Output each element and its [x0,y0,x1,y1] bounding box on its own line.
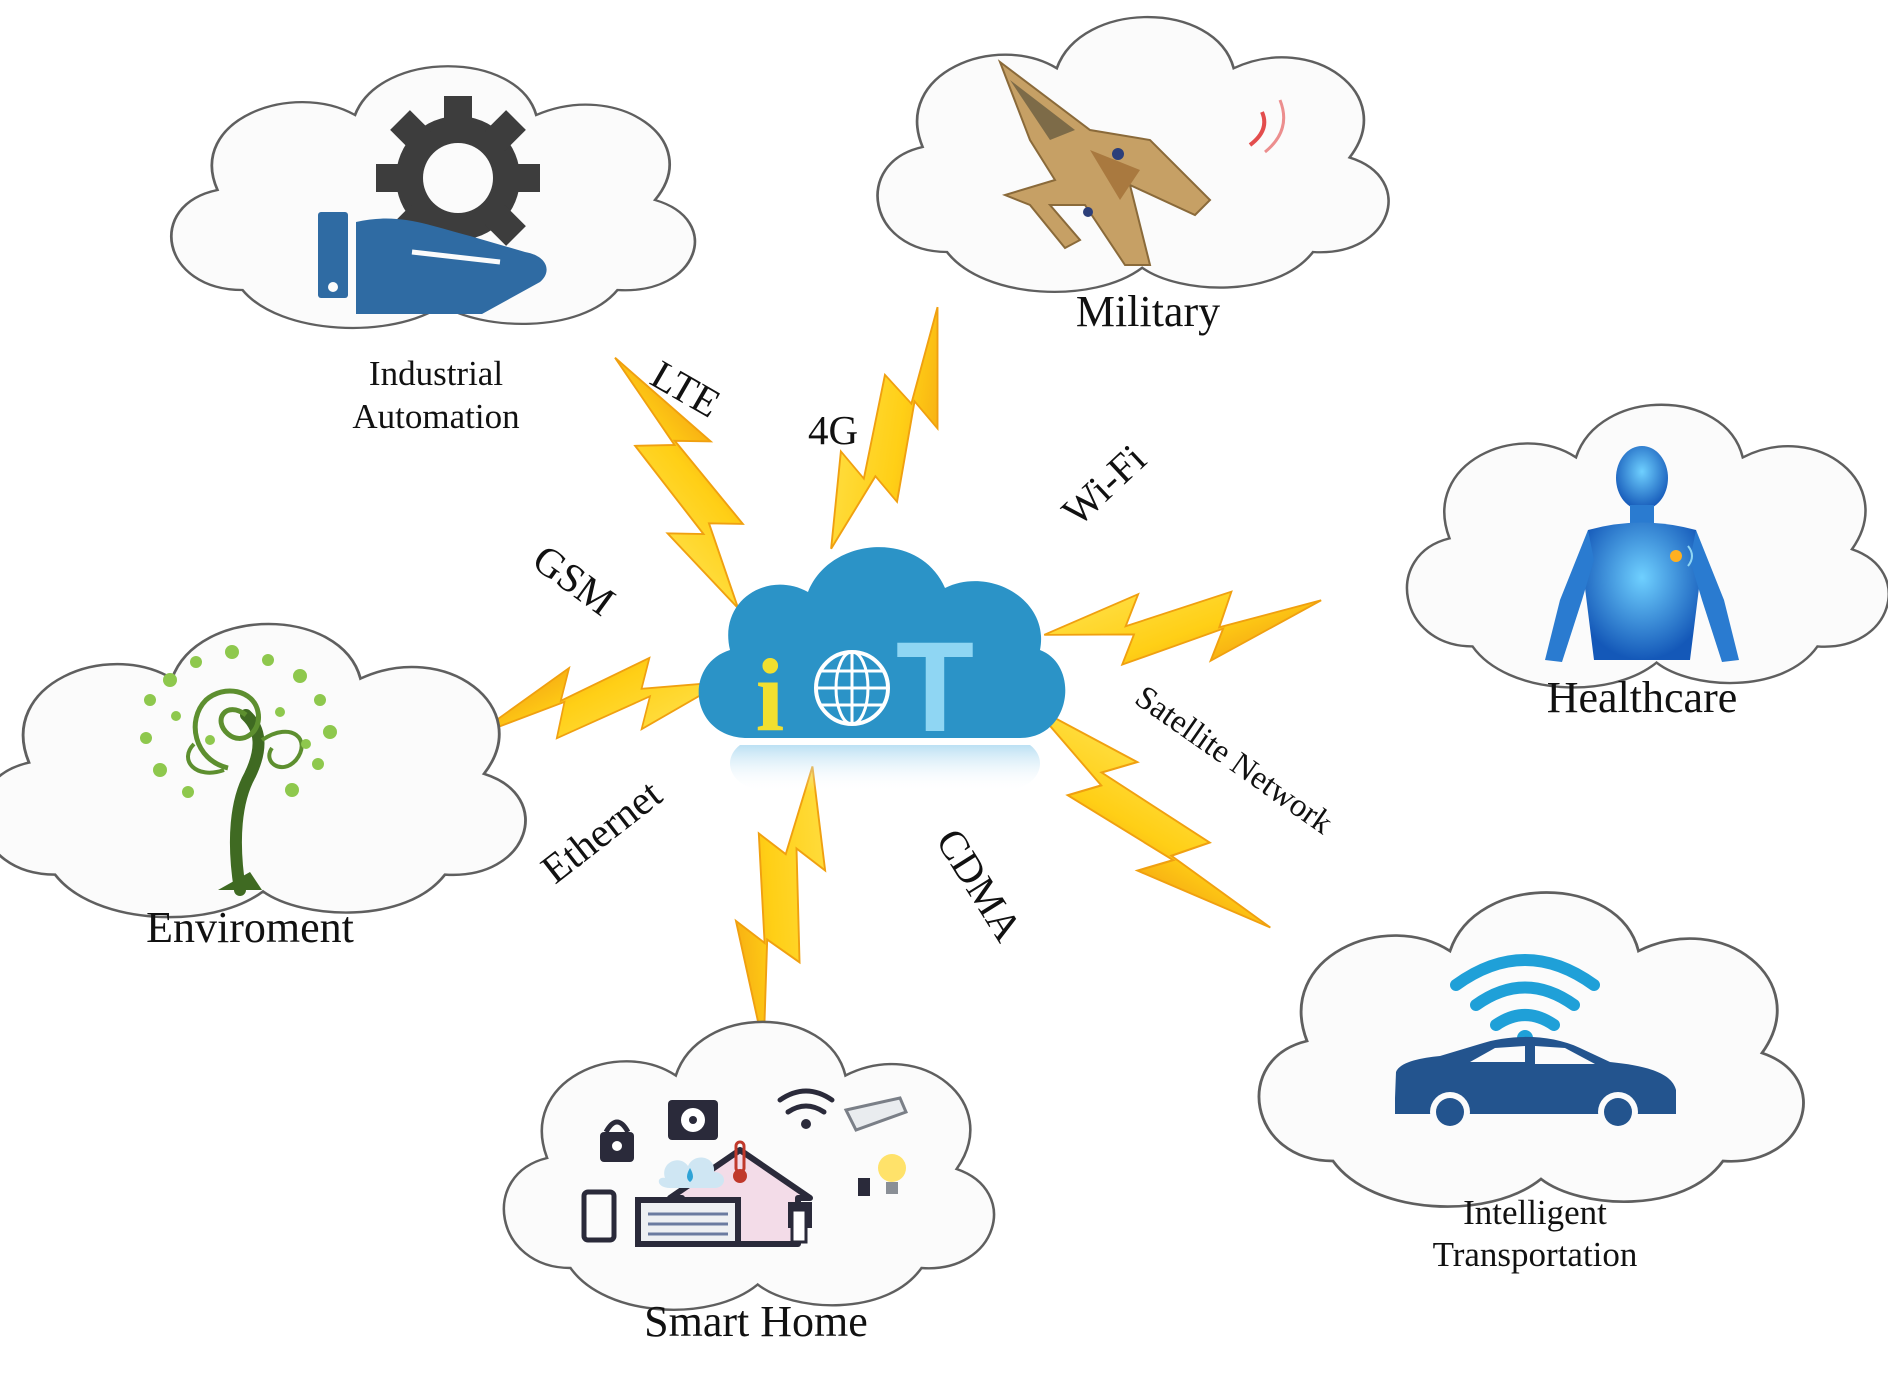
industrial-automation-node: Industrial Automation [169,64,697,436]
cdma-label: CDMA [927,820,1031,949]
environment-label: Enviroment [146,903,354,952]
gsm-label: GSM [525,535,624,624]
globe-icon [814,650,890,726]
industrial-label-line1: Industrial [369,354,503,393]
bolt-to-healthcare [1040,574,1328,679]
4g-label: 4G [808,407,858,453]
tree-icon [140,645,337,896]
healthcare-label: Healthcare [1547,673,1738,722]
ethernet-label: Ethernet [532,770,670,892]
transportation-label-line2: Transportation [1433,1235,1638,1274]
cloud-shape [0,622,527,919]
iot-letter-i: i [756,638,785,753]
gear-hand-icon [318,96,547,314]
healthcare-node: Healthcare [1405,403,1888,722]
iot-cloud-shape [698,547,1066,738]
wifi-label: Wi-Fi [1053,435,1155,534]
smart-home-label: Smart Home [644,1297,868,1346]
connected-car-icon [1395,954,1676,1132]
military-label: Military [1076,287,1220,336]
fighter-jet-icon [997,59,1286,266]
bolt-to-smart-home [712,756,846,1054]
environment-node: Enviroment [0,622,527,952]
smart-home-node: Smart Home [502,1020,996,1346]
military-node: Military [876,15,1390,336]
iot-hub: i T [698,547,1066,792]
iot-letter-t: T [896,616,974,759]
intelligent-transportation-node: Intelligent Transportation [1257,891,1805,1274]
smart-home-icon [581,1088,909,1247]
iot-cloud-reflection [730,745,1040,792]
industrial-label-line2: Automation [352,397,519,436]
bolt-to-environment [463,638,731,762]
transportation-label-line1: Intelligent [1463,1193,1607,1232]
human-body-icon [1545,446,1739,662]
